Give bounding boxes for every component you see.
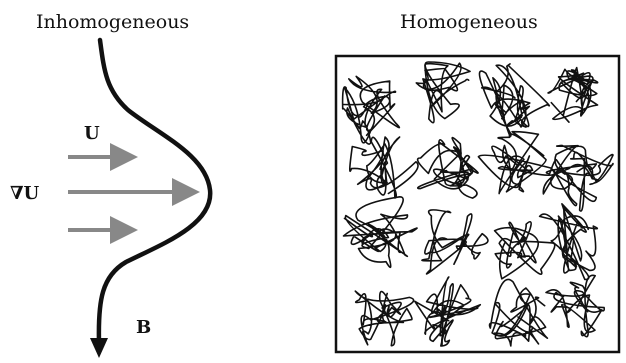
- field-line-arrowhead: [90, 338, 108, 358]
- field-line-tangle: [546, 275, 604, 336]
- inhomogeneous-title: Inhomogeneous: [36, 11, 189, 33]
- field-line-tangle: [416, 62, 470, 123]
- field-line-tangle: [543, 145, 613, 211]
- homogeneous-title: Homogeneous: [400, 11, 538, 33]
- gradient-label: ∇U: [10, 183, 40, 204]
- turbulent-field-lines: [343, 62, 613, 346]
- field-line-tangle: [415, 277, 481, 346]
- field-line-tangle: [422, 210, 488, 274]
- field-line-tangle: [355, 291, 413, 346]
- homogeneous-panel: Homogeneous: [336, 11, 619, 352]
- field-line-tangle: [350, 137, 418, 198]
- field-line-tangle: [548, 68, 598, 123]
- field-line-tangle: [495, 222, 555, 279]
- field-line-tangle: [489, 279, 547, 345]
- field-line-tangle: [343, 76, 400, 144]
- field-line-tangle: [478, 132, 554, 194]
- field-line-tangle: [418, 138, 479, 198]
- field-line-tangle: [479, 64, 549, 136]
- inhomogeneous-panel: Inhomogeneous U ∇U B: [10, 11, 210, 358]
- field-line-tangle: [540, 204, 598, 280]
- field-label: B: [136, 317, 151, 338]
- velocity-label: U: [84, 123, 100, 144]
- field-line-tangle: [344, 197, 418, 268]
